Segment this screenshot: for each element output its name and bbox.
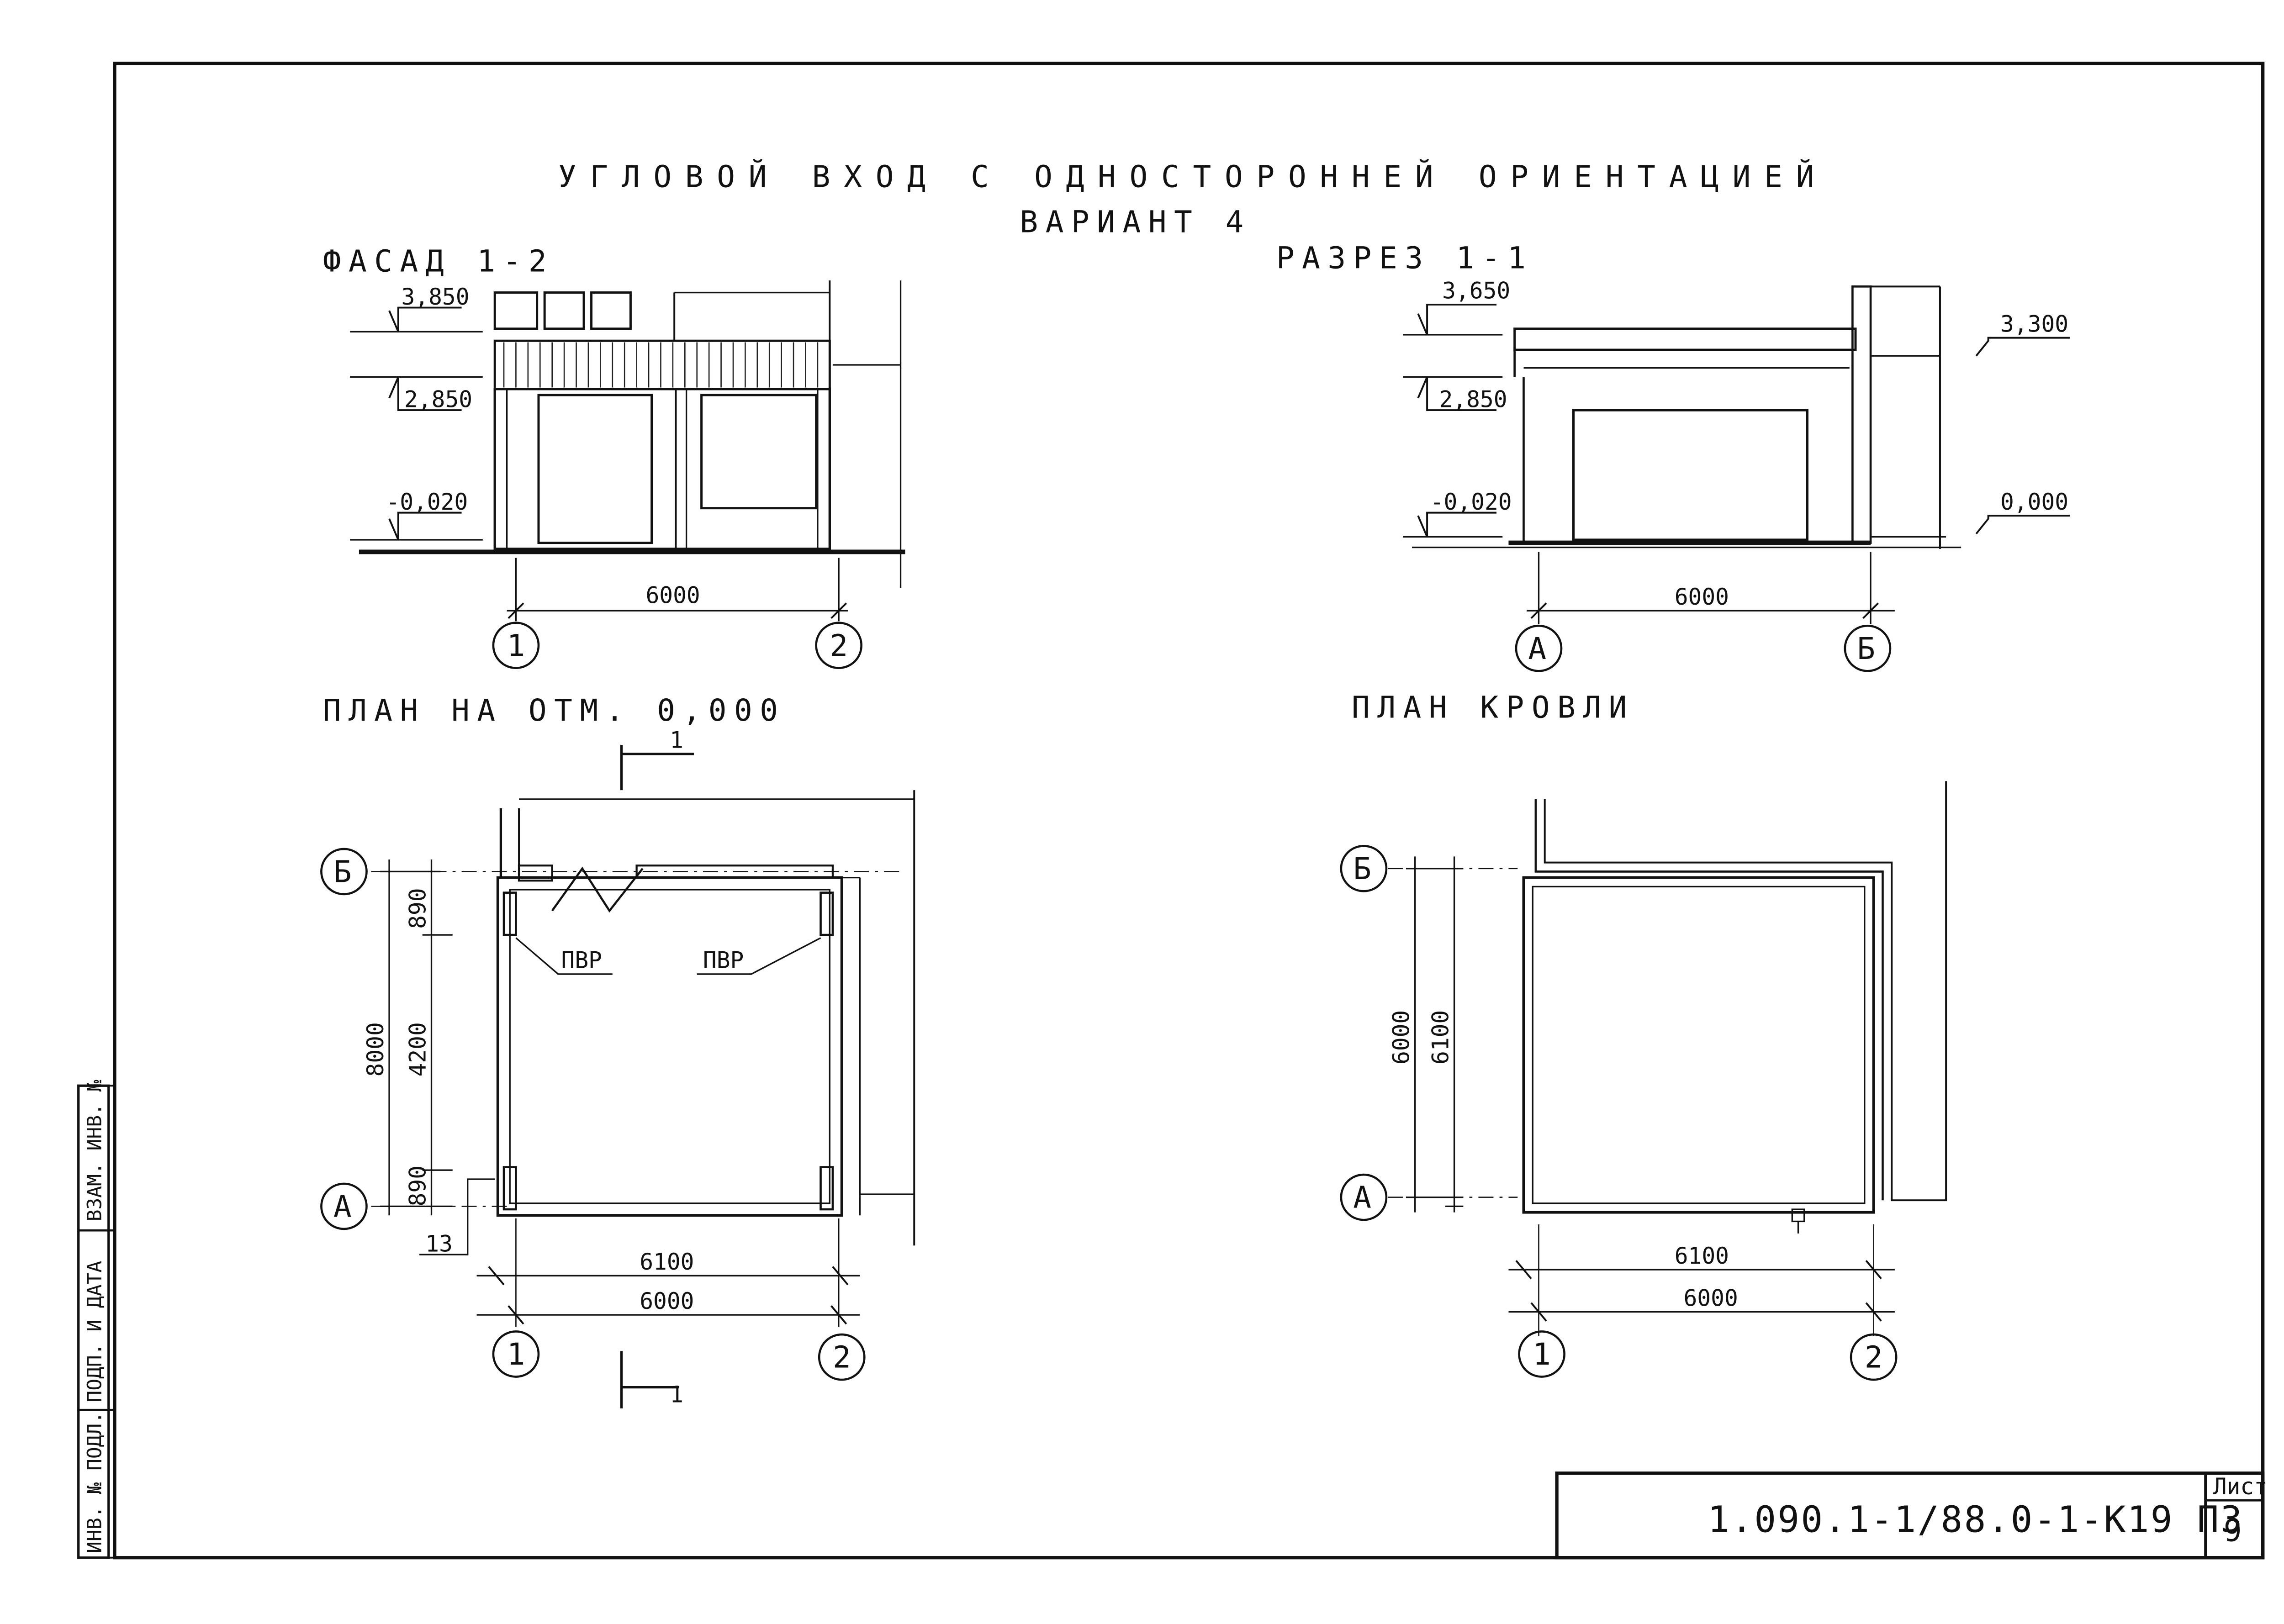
sheet-subtitle: ВАРИАНТ 4 <box>1020 204 1251 239</box>
plan-dim-top-segment: 890 <box>404 888 431 928</box>
plan-label: ПЛАН НА ОТМ. 0,000 <box>323 693 786 728</box>
sidebar-cell-inv-no: ИНВ. № ПОДЛ. <box>83 1412 106 1553</box>
plan-dim-width-outer: 6100 <box>640 1249 694 1275</box>
facade-level-top: 3,850 <box>401 284 469 310</box>
floor-plan-view: ПЛАН НА ОТМ. 0,000 1 1 ПВР ПВР <box>320 693 915 1408</box>
section-level-right-ground: 0,000 <box>2000 489 2068 515</box>
roof-label: ПЛАН КРОВЛИ <box>1352 690 1634 725</box>
roof-axis-b: Б <box>1353 851 1371 886</box>
title-block: 1.090.1-1/88.0-1-К19 ПЗ Лист 9 <box>1555 1471 2268 1560</box>
roof-dim-axes: 6000 <box>1388 1010 1414 1065</box>
roof-plan-view: ПЛАН КРОВЛИ 6000 6100 6100 6000 Б <box>1340 690 1947 1381</box>
section-label: РАЗРЕЗ 1-1 <box>1276 241 1533 276</box>
roof-axis-a: А <box>1353 1180 1371 1215</box>
sidebar-cell-signature-date: ПОДП. И ДАТА <box>83 1261 106 1403</box>
facade-view: ФАСАД 1-2 <box>323 243 905 669</box>
facade-dimension: 6000 <box>645 582 700 609</box>
plan-dim-total: 8000 <box>362 1022 389 1076</box>
plan-cut-mark-bottom: 1 <box>670 1381 683 1408</box>
section-level-top: 3,650 <box>1442 278 1510 304</box>
section-level-ground: -0,020 <box>1430 489 1512 515</box>
binding-strip: ИНВ. № ПОДЛ. ПОДП. И ДАТА ВЗАМ. ИНВ. № <box>77 1080 116 1559</box>
section-level-middle: 2,850 <box>1439 386 1507 412</box>
roof-dim-width-outer: 6100 <box>1675 1243 1729 1269</box>
plan-axis-a: А <box>333 1189 352 1224</box>
plan-dim-width-axes: 6000 <box>640 1288 694 1314</box>
roof-axis-1: 1 <box>1533 1337 1551 1372</box>
plan-dim-middle-segment: 4200 <box>404 1022 431 1076</box>
sidebar-cell-replacement-inv: ВЗАМ. ИНВ. № <box>83 1080 106 1221</box>
equipment-label-left: ПВР <box>561 947 602 974</box>
sheet-title: УГЛОВОЙ ВХОД С ОДНОСТОРОННЕЙ ОРИЕНТАЦИЕЙ <box>558 158 1828 194</box>
drawing-code: 1.090.1-1/88.0-1-К19 ПЗ <box>1708 1498 2243 1541</box>
roof-axis-2: 2 <box>1865 1340 1883 1375</box>
sheet-number: 9 <box>2224 1513 2242 1548</box>
plan-axis-1: 1 <box>507 1337 525 1372</box>
facade-label: ФАСАД 1-2 <box>323 243 554 279</box>
facade-axis-2: 2 <box>830 628 848 663</box>
section-axis-a: А <box>1528 631 1546 666</box>
equipment-label-right: ПВР <box>703 947 744 974</box>
facade-level-ground: -0,020 <box>386 489 468 515</box>
plan-axis-2: 2 <box>833 1340 851 1375</box>
sheet-label: Лист <box>2213 1473 2268 1500</box>
plan-dim-offset: 13 <box>425 1230 453 1257</box>
facade-level-middle: 2,850 <box>404 386 472 412</box>
section-level-right-top: 3,300 <box>2000 311 2068 337</box>
roof-dim-width-axes: 6000 <box>1684 1285 1738 1311</box>
plan-cut-mark-top: 1 <box>670 727 683 754</box>
plan-axis-b: Б <box>333 854 352 890</box>
sheet-frame <box>113 62 2265 1560</box>
section-axis-b: Б <box>1857 631 1875 666</box>
plan-dim-bottom-segment: 890 <box>404 1165 431 1206</box>
section-dimension: 6000 <box>1675 584 1729 610</box>
roof-dim-outer: 6100 <box>1427 1010 1454 1065</box>
section-view: РАЗРЕЗ 1-1 3,650 2,850 -0,020 3,300 0,00… <box>1276 241 2070 672</box>
facade-axis-1: 1 <box>507 628 525 663</box>
